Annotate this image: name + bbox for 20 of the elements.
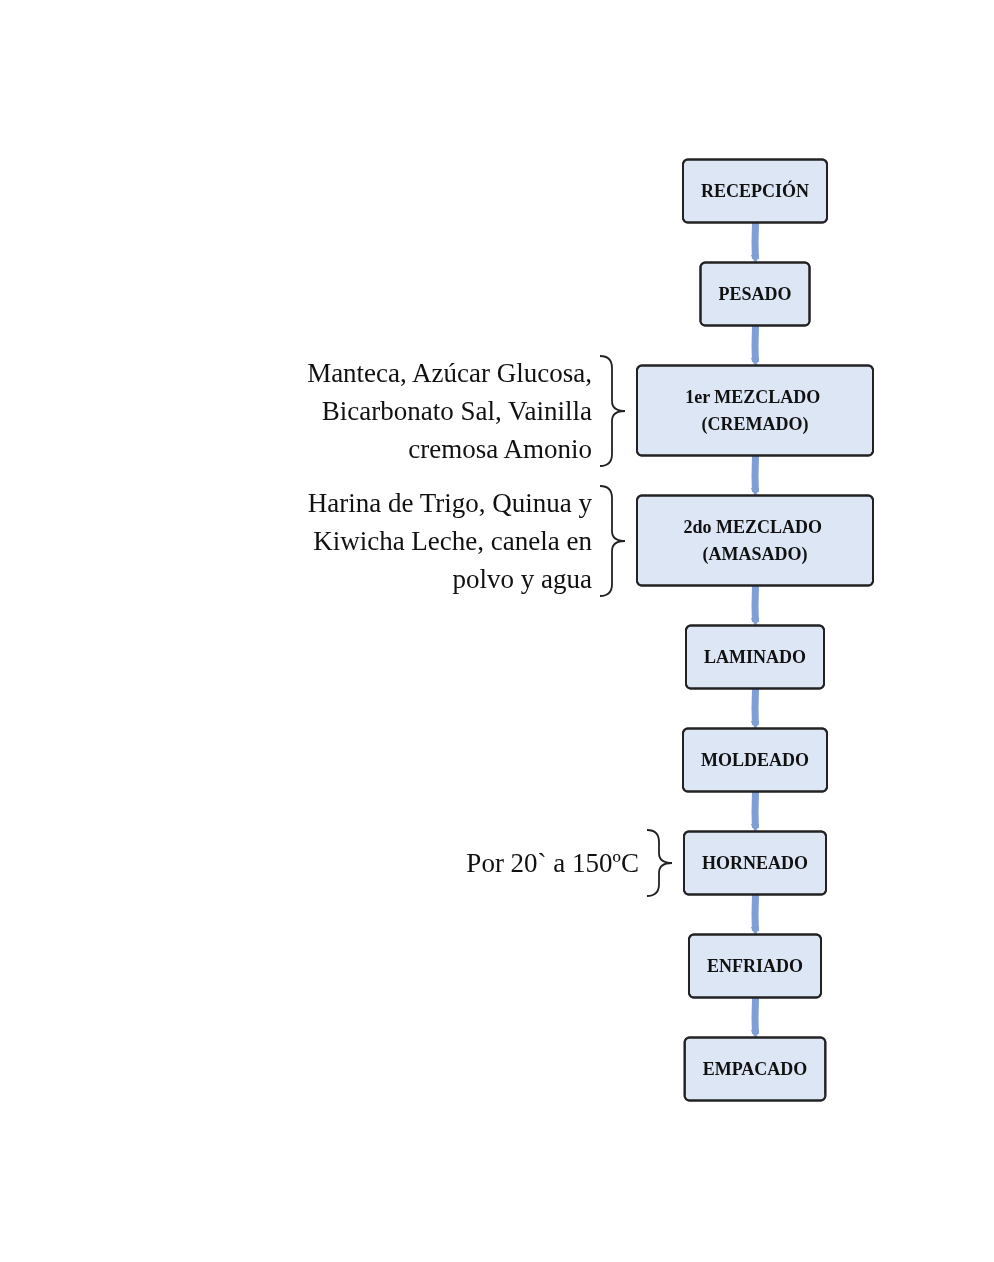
- ingredient-note: Manteca, Azúcar Glucosa, Bicarbonato Sal, Vainilla cremosa Amonio: [306, 356, 592, 466]
- process-box: MOLDEADO: [682, 727, 828, 793]
- arrow: [750, 791, 760, 833]
- arrow: [750, 325, 760, 367]
- arrow: [750, 455, 760, 497]
- process-box: 1er MEZCLADO (CREMADO): [636, 364, 874, 457]
- arrow: [750, 585, 760, 627]
- process-box: 2do MEZCLADO (AMASADO): [636, 494, 874, 587]
- arrow: [750, 688, 760, 730]
- process-box: ENFRIADO: [688, 933, 822, 999]
- ingredient-note: Por 20` a 150ºC: [465, 847, 639, 880]
- process-box: EMPACADO: [683, 1036, 827, 1102]
- process-box: HORNEADO: [683, 830, 827, 896]
- process-box: RECEPCIÓN: [682, 158, 828, 224]
- arrow: [750, 997, 760, 1039]
- arrow: [750, 222, 760, 264]
- process-box: LAMINADO: [685, 624, 825, 690]
- arrow: [750, 894, 760, 936]
- process-box: PESADO: [699, 261, 811, 327]
- ingredient-note: Harina de Trigo, Quinua y Kiwicha Leche, canela en polvo y agua: [306, 486, 592, 596]
